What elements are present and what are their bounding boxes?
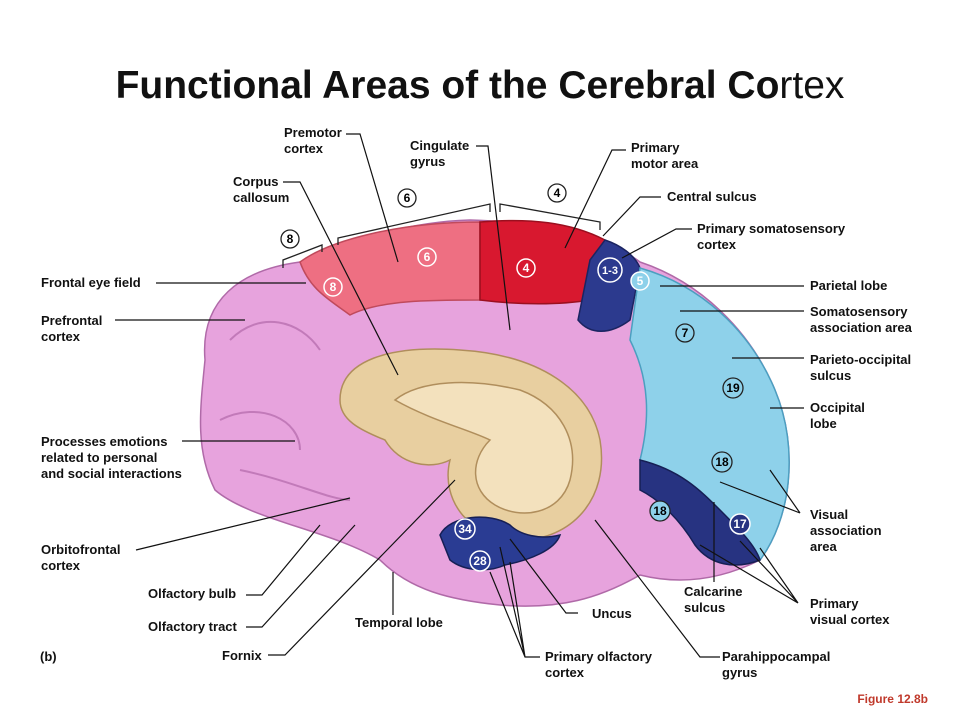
area-marker-1-3: 1-3: [597, 257, 623, 283]
label-central-sulcus: Central sulcus: [667, 189, 757, 204]
area-marker-label: 34: [458, 522, 472, 536]
area-marker-8-top: 8: [280, 229, 300, 249]
area-marker-5: 5: [630, 271, 650, 291]
label-olfactory-bulb: Olfactory bulb: [148, 586, 237, 601]
area-marker-17: 17: [729, 513, 751, 535]
area-marker-label: 8: [287, 232, 294, 246]
area-marker-4: 4: [516, 258, 536, 278]
area-marker-label: 28: [473, 554, 487, 568]
label-temporal-lobe: Temporal lobe: [355, 615, 443, 630]
area-marker-34: 34: [454, 518, 476, 540]
label-frontal-eye-field: Frontal eye field: [41, 275, 141, 290]
area-marker-label: 7: [682, 326, 689, 340]
figure-title: Functional Areas of the Cerebral Cortex: [115, 64, 845, 107]
label-fornix: Fornix: [222, 648, 262, 663]
area-marker-28: 28: [469, 550, 491, 572]
area-marker-label: 19: [726, 381, 740, 395]
premotor-area: [299, 221, 481, 316]
label-uncus: Uncus: [592, 606, 632, 621]
visual-cortex: [639, 459, 761, 566]
area-marker-18-upper: 18: [711, 451, 733, 473]
fornix-arc: [393, 381, 574, 514]
area-marker-19: 19: [722, 377, 744, 399]
area-marker-7: 7: [675, 323, 695, 343]
panel-label: (b): [40, 649, 57, 664]
area-marker-label: 18: [715, 455, 729, 469]
figure-caption: Figure 12.8b: [857, 692, 928, 706]
area-marker-18-lower: 18: [649, 500, 671, 522]
area-marker-label: 6: [404, 191, 411, 205]
area-marker-label: 5: [637, 274, 644, 288]
leader-lines: [115, 133, 804, 658]
area-marker-4-top: 4: [547, 183, 567, 203]
label-olfactory-tract: Olfactory tract: [148, 619, 237, 634]
somatosensory-area: [577, 239, 641, 332]
area-marker-6-top: 6: [397, 188, 417, 208]
area-marker-8: 8: [323, 277, 343, 297]
bracket-lines: [282, 203, 601, 268]
area-marker-label: 18: [653, 504, 667, 518]
area-marker-6: 6: [417, 247, 437, 267]
label-parietal-lobe: Parietal lobe: [810, 278, 888, 293]
area-marker-label: 8: [330, 280, 337, 294]
area-markers: 8 6 4 6 8 4 1-3 5 7 19 18 18 17 34 28: [280, 183, 751, 572]
area-marker-label: 1-3: [602, 265, 618, 277]
area-marker-label: 4: [554, 186, 561, 200]
area-marker-label: 4: [523, 261, 530, 275]
area-marker-label: 6: [424, 250, 431, 264]
area-marker-label: 17: [733, 517, 747, 531]
